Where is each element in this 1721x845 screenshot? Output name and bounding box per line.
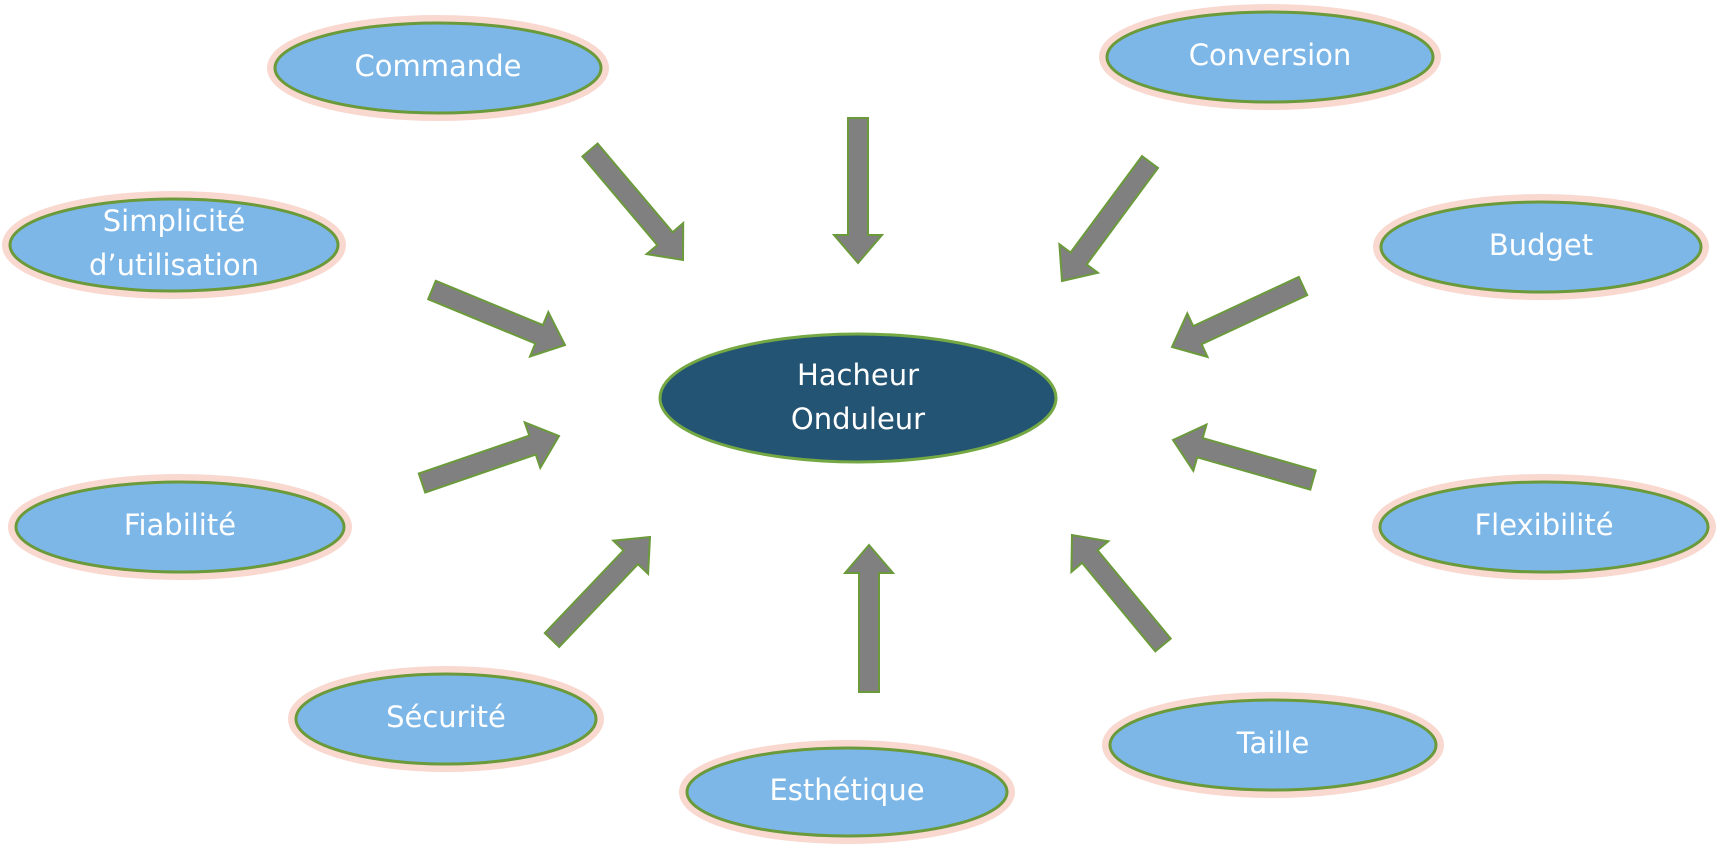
node-ellipse	[685, 746, 1009, 838]
center-node: Hacheur Onduleur	[658, 332, 1058, 464]
node-taille: Taille	[1102, 692, 1444, 798]
node-glow	[679, 740, 1015, 844]
node-ellipse	[8, 197, 340, 293]
node-label-fiabilite: Fiabilité	[124, 508, 236, 542]
arrow-from-bottom	[842, 543, 896, 693]
node-flexibilite: Flexibilité	[1372, 474, 1716, 580]
arrow-from-fiabilite	[417, 420, 561, 494]
arrow-from-conversion	[1058, 154, 1160, 283]
node-ellipse	[1105, 10, 1435, 104]
center-ellipse	[658, 332, 1058, 464]
node-simplicite: Simplicité d’utilisation	[2, 191, 346, 299]
node-glow	[1373, 194, 1709, 300]
node-label-budget: Budget	[1489, 228, 1593, 262]
node-ellipse	[294, 672, 598, 766]
node-glow	[1099, 4, 1441, 110]
arrow-from-taille	[1070, 533, 1173, 653]
node-glow	[288, 666, 604, 772]
arrow-from-simplicite	[426, 279, 567, 359]
node-ellipse	[1108, 698, 1438, 792]
node-esthetique: Esthétique	[679, 740, 1015, 844]
node-ellipse	[1379, 200, 1703, 294]
node-ellipse	[14, 480, 346, 574]
node-glow	[267, 15, 609, 121]
node-ellipse	[1378, 480, 1710, 574]
node-glow	[2, 191, 346, 299]
node-fiabilite: Fiabilité	[8, 474, 352, 580]
node-label-flexibilite: Flexibilité	[1474, 508, 1613, 542]
arrow-from-budget	[1170, 275, 1309, 359]
node-label-esthetique: Esthétique	[769, 773, 924, 807]
center-label-line-2: Onduleur	[791, 402, 925, 436]
arrow-from-commande	[580, 142, 685, 262]
node-label-simplicite-line-2: d’utilisation	[89, 248, 259, 282]
arrow-from-top	[831, 117, 885, 265]
node-ellipse	[273, 21, 603, 115]
node-glow	[8, 474, 352, 580]
node-budget: Budget	[1373, 194, 1709, 300]
node-commande: Commande	[267, 15, 609, 121]
node-label-commande: Commande	[355, 49, 522, 83]
node-label-simplicite-line-1: Simplicité	[103, 204, 245, 238]
arrows-group	[417, 117, 1317, 693]
node-label-taille: Taille	[1236, 726, 1310, 760]
node-conversion: Conversion	[1099, 4, 1441, 110]
arrow-from-securite	[543, 535, 652, 649]
node-label-securite: Sécurité	[386, 700, 506, 734]
node-glow	[1372, 474, 1716, 580]
center-label-line-1: Hacheur	[797, 358, 919, 392]
arrow-from-flexibilite	[1171, 422, 1317, 491]
node-label-conversion: Conversion	[1189, 38, 1352, 72]
node-securite: Sécurité	[288, 666, 604, 772]
node-glow	[1102, 692, 1444, 798]
